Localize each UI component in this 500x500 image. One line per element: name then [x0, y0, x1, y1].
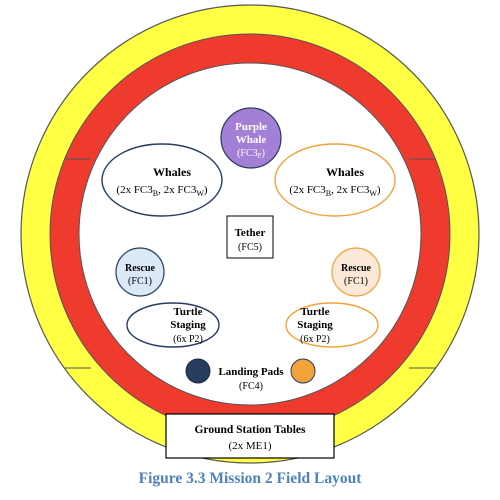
whales-right-title: Whales [326, 165, 364, 179]
whales-left-ellipse [101, 143, 223, 217]
whales-right-ellipse [274, 143, 396, 217]
landing-pads-code: (FC4) [239, 381, 263, 392]
tether-code: (FC5) [238, 242, 262, 253]
whales-left-code: (2x FC3B, 2x FC3W) [116, 184, 208, 198]
turtle-left-code: (6x P2) [173, 334, 203, 345]
purple-whale-code: FC3 [240, 148, 257, 159]
purple-whale-circle [220, 107, 282, 169]
landing-pad-orange [290, 358, 316, 384]
landing-pads-title: Landing Pads [218, 366, 284, 378]
rescue-right-code: (FC1) [344, 276, 368, 287]
purple-whale-code-label: (FC3P) [237, 148, 265, 160]
purple-whale-line2: Whale [236, 134, 267, 146]
turtle-right-code: (6x P2) [300, 334, 330, 345]
turtle-right-zone: Turtle Staging (6x P2) [285, 302, 379, 348]
turtle-left-zone: Turtle Staging (6x P2) [126, 302, 220, 348]
rescue-left-title: Rescue [125, 263, 156, 274]
tether-box [226, 215, 274, 259]
ground-station-box [165, 413, 335, 459]
ground-station-title: Ground Station Tables [194, 424, 306, 436]
turtle-right-line1: Turtle [301, 306, 330, 318]
tether-zone: Tether (FC5) [226, 215, 274, 259]
field-layout-diagram: Purple Whale (FC3P) Whales (2x FC3B, 2x … [20, 4, 480, 464]
ground-station-zone: Ground Station Tables (2x ME1) [165, 413, 335, 459]
whales-right-code: (2x FC3B, 2x FC3W) [289, 184, 381, 198]
landing-pad-navy [185, 358, 211, 384]
rescue-left-circle [115, 247, 165, 297]
whales-left-zone: Whales (2x FC3B, 2x FC3W) [101, 143, 223, 217]
purple-whale-zone: Purple Whale (FC3P) [220, 107, 282, 169]
rescue-left-zone: Rescue (FC1) [115, 247, 165, 297]
rescue-right-zone: Rescue (FC1) [331, 247, 381, 297]
tether-title: Tether [235, 227, 266, 239]
rescue-right-circle [331, 247, 381, 297]
figure-caption: Figure 3.3 Mission 2 Field Layout [138, 470, 362, 487]
purple-whale-line1: Purple [235, 121, 267, 133]
turtle-left-line2: Staging [170, 319, 206, 331]
turtle-left-ellipse [126, 302, 220, 348]
turtle-left-line1: Turtle [174, 306, 203, 318]
turtle-right-line2: Staging [297, 319, 333, 331]
whales-left-title: Whales [153, 165, 191, 179]
whales-right-zone: Whales (2x FC3B, 2x FC3W) [274, 143, 396, 217]
landing-pads-zone: Landing Pads (FC4) [185, 358, 316, 392]
ground-station-code: (2x ME1) [228, 440, 271, 452]
rescue-left-code: (FC1) [128, 276, 152, 287]
purple-whale-sub: P [258, 152, 262, 160]
turtle-right-ellipse [285, 302, 379, 348]
rescue-right-title: Rescue [341, 263, 372, 274]
